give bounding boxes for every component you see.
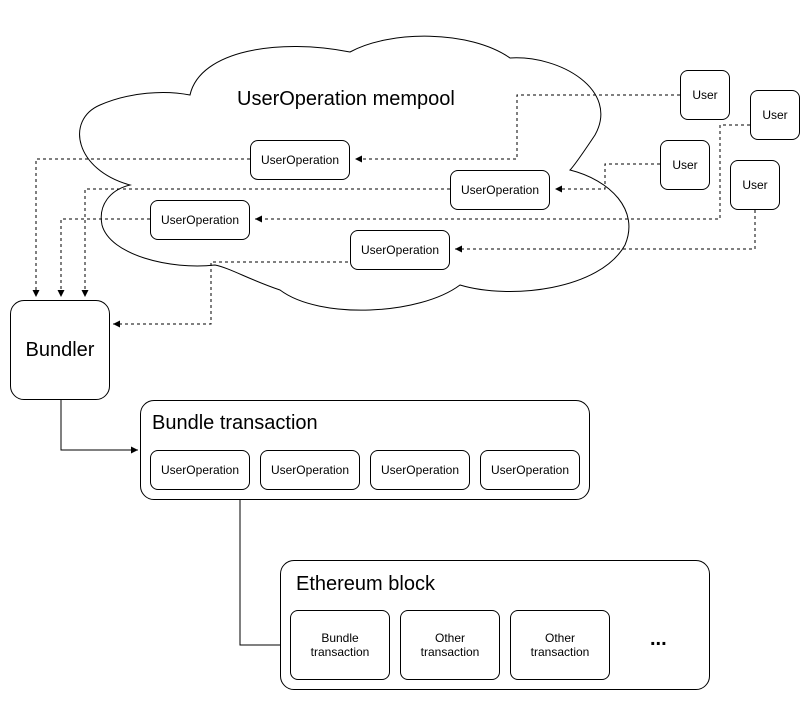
block-item-line: Bundle — [321, 631, 359, 645]
more-transactions-ellipsis: ... — [650, 628, 667, 650]
connector-op3-bundler — [57, 218, 150, 297]
user-node: User — [660, 140, 710, 190]
block-other-transaction: Other transaction — [400, 610, 500, 680]
block-item-line: Other — [544, 631, 575, 645]
block-other-transaction: Other transaction — [510, 610, 610, 680]
bundle-user-operation: UserOperation — [260, 450, 360, 490]
block-item-line: Other — [434, 631, 465, 645]
bundle-user-operation: UserOperation — [370, 450, 470, 490]
connector-bundler-bundle — [60, 400, 138, 454]
mempool-cloud — [79, 35, 630, 311]
user-node: User — [680, 70, 730, 120]
block-item-line: transaction — [310, 645, 370, 659]
connector-user3-op2 — [555, 163, 660, 193]
connector-bundle-block — [239, 500, 288, 649]
mempool-title: UserOperation mempool — [237, 88, 455, 110]
user-node: User — [750, 90, 800, 140]
ethereum-block-title: Ethereum block — [296, 573, 435, 595]
mempool-user-operation: UserOperation — [350, 230, 450, 270]
bundle-user-operation: UserOperation — [480, 450, 580, 490]
connector-user4-op4 — [455, 210, 756, 253]
connector-op1-bundler — [32, 158, 250, 297]
connector-user1-op1 — [355, 94, 680, 163]
bundle-transaction-title: Bundle transaction — [152, 412, 318, 434]
mempool-user-operation: UserOperation — [150, 200, 250, 240]
block-item-line: transaction — [420, 645, 480, 659]
bundler-node: Bundler — [10, 300, 110, 400]
bundle-user-operation: UserOperation — [150, 450, 250, 490]
block-item-line: transaction — [530, 645, 590, 659]
user-node: User — [730, 160, 780, 210]
connector-op2-bundler — [81, 188, 450, 297]
mempool-user-operation: UserOperation — [250, 140, 350, 180]
connector-user2-op3 — [255, 124, 750, 223]
block-bundle-transaction: Bundle transaction — [290, 610, 390, 680]
mempool-user-operation: UserOperation — [450, 170, 550, 210]
